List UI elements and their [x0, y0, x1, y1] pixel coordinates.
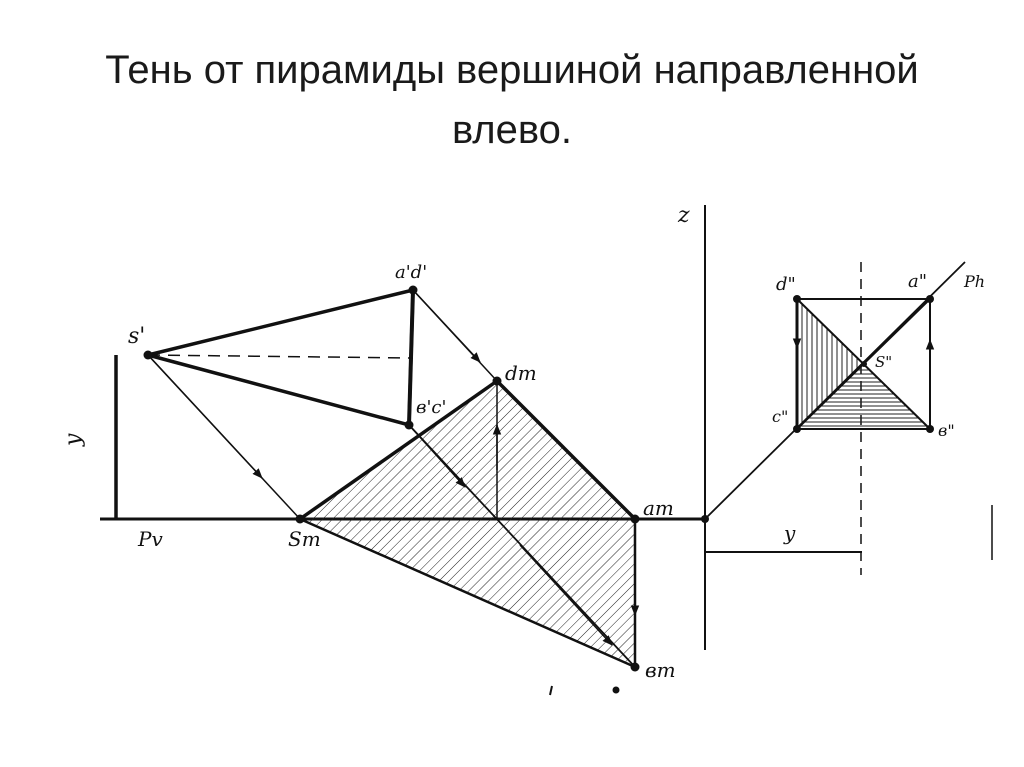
shadow-edge-st-dt: [298, 379, 499, 521]
ph-trace-line: [704, 261, 966, 520]
label-z: z: [677, 203, 690, 228]
label-at: aт: [643, 496, 674, 520]
point-s-prime: [143, 350, 153, 360]
point-at: [630, 514, 640, 524]
label-dt: dт: [505, 361, 537, 385]
shadow-polygon: [297, 379, 637, 669]
label-b-dprime: в": [938, 421, 955, 440]
label-a-dprime: a": [908, 271, 927, 292]
ray-a-arrow: [412, 289, 481, 363]
shadow-edge-dt-at: [495, 379, 637, 521]
label-s-dprime: S": [875, 353, 892, 371]
label-bt: вт: [645, 658, 676, 682]
label-st: Sт: [288, 527, 321, 551]
stray-mark-2: [549, 685, 553, 696]
ray-s-arrow: [147, 354, 263, 479]
point-c-dprime: [793, 425, 801, 433]
label-d-dprime: d": [776, 274, 796, 295]
title-line-1: Тень от пирамиды вершиной направленной: [105, 48, 919, 92]
point-a-dprime: [926, 295, 934, 303]
ray-b-arrow-1: [408, 424, 466, 488]
label-ph: Ph: [963, 272, 985, 291]
hidden-edge-dashed: [147, 354, 414, 359]
slide-title: Тень от пирамиды вершиной направленной в…: [0, 40, 1024, 160]
point-b-dprime: [926, 425, 934, 433]
point-dt: [492, 376, 502, 386]
ray-b-arrow-2: [519, 544, 613, 646]
stray-mark-1: [612, 686, 620, 694]
profile-bottom-shadow: [797, 364, 930, 429]
point-axis: [701, 515, 709, 523]
title-line-2: влево.: [451, 108, 573, 152]
point-b-prime: [404, 420, 414, 430]
label-b-prime-c-prime: в'c': [416, 397, 446, 418]
point-d-dprime: [793, 295, 801, 303]
label-y-left: y: [61, 433, 86, 447]
point-st: [295, 514, 305, 524]
profile-left-shadow: [797, 299, 864, 429]
point-bt: [630, 662, 640, 672]
label-a-prime-d-prime: a'd': [395, 262, 427, 283]
ray-b-to-bt: [408, 424, 636, 668]
label-c-dprime: c": [772, 407, 788, 426]
point-s-dprime: [861, 361, 867, 367]
label-pv: Pv: [137, 527, 163, 551]
point-a-prime: [408, 285, 418, 295]
label-s-prime: s': [128, 324, 145, 349]
label-y-bottom: y: [783, 521, 796, 545]
